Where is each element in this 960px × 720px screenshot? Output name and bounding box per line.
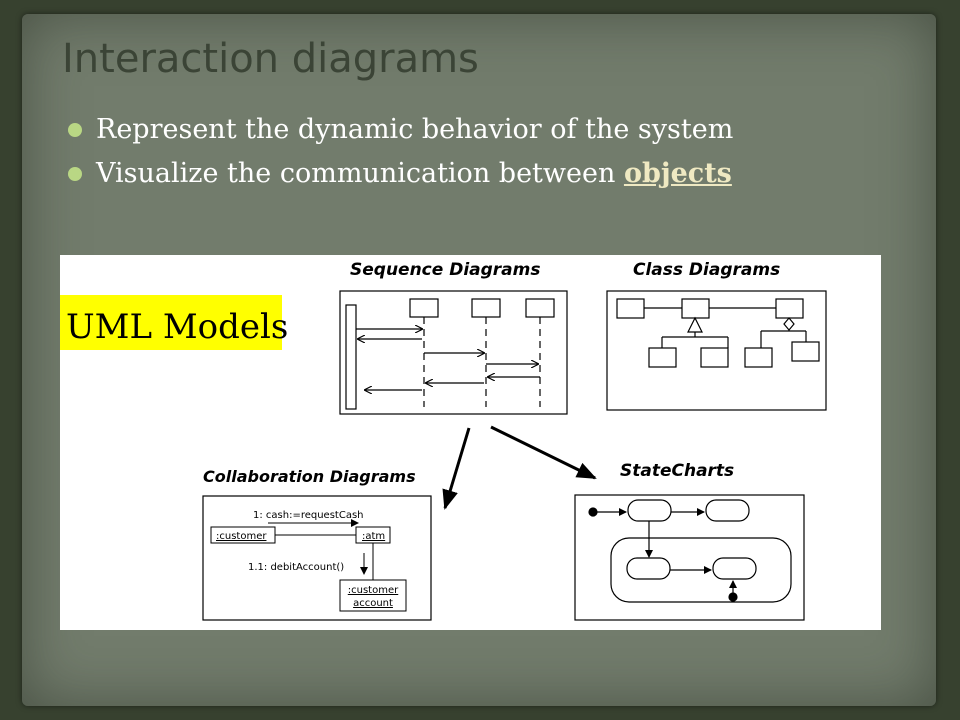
collab-object-atm: :atm: [362, 531, 385, 542]
slide-title: Interaction diagrams: [62, 36, 479, 82]
uml-models-label: UML Models: [66, 307, 288, 347]
class-diagrams-title: Class Diagrams: [633, 260, 780, 280]
collab-object-account-line1: :customer: [348, 585, 399, 596]
collaboration-diagram: 1: cash:=requestCash :customer :atm 1.1:…: [202, 495, 432, 621]
sequence-diagrams-title: Sequence Diagrams: [350, 260, 540, 280]
uml-diagram: UML Models Sequence Diagrams Class Diagr…: [60, 260, 827, 621]
collaboration-diagrams-title: Collaboration Diagrams: [203, 467, 416, 486]
arrow-to-collaboration-icon: [442, 427, 471, 510]
bullet-text: Represent the dynamic behavior of the sy…: [96, 114, 734, 145]
arrow-to-statecharts-icon: [490, 425, 597, 480]
bullet-dot-icon: [68, 123, 82, 137]
bullet-item: Visualize the communication between obje…: [66, 152, 733, 196]
sequence-diagram: [339, 290, 568, 415]
statechart-diagram: [574, 494, 805, 621]
collab-message-2: 1.1: debitAccount(): [248, 562, 344, 573]
collab-object-account-line2: account: [353, 598, 393, 609]
bullet-dot-icon: [68, 167, 82, 181]
bullet-list: Represent the dynamic behavior of the sy…: [66, 108, 733, 196]
collab-message-1: 1: cash:=requestCash: [253, 510, 364, 521]
collab-object-customer: :customer: [216, 531, 267, 542]
bullet-text: Visualize the communication between: [96, 158, 624, 189]
bullet-item: Represent the dynamic behavior of the sy…: [66, 108, 733, 152]
objects-link[interactable]: objects: [623, 158, 732, 189]
uml-figure: UML Models Sequence Diagrams Class Diagr…: [60, 255, 881, 630]
uml-models-highlight: [60, 295, 282, 350]
statecharts-title: StateCharts: [620, 461, 734, 481]
class-diagram: [606, 290, 827, 411]
